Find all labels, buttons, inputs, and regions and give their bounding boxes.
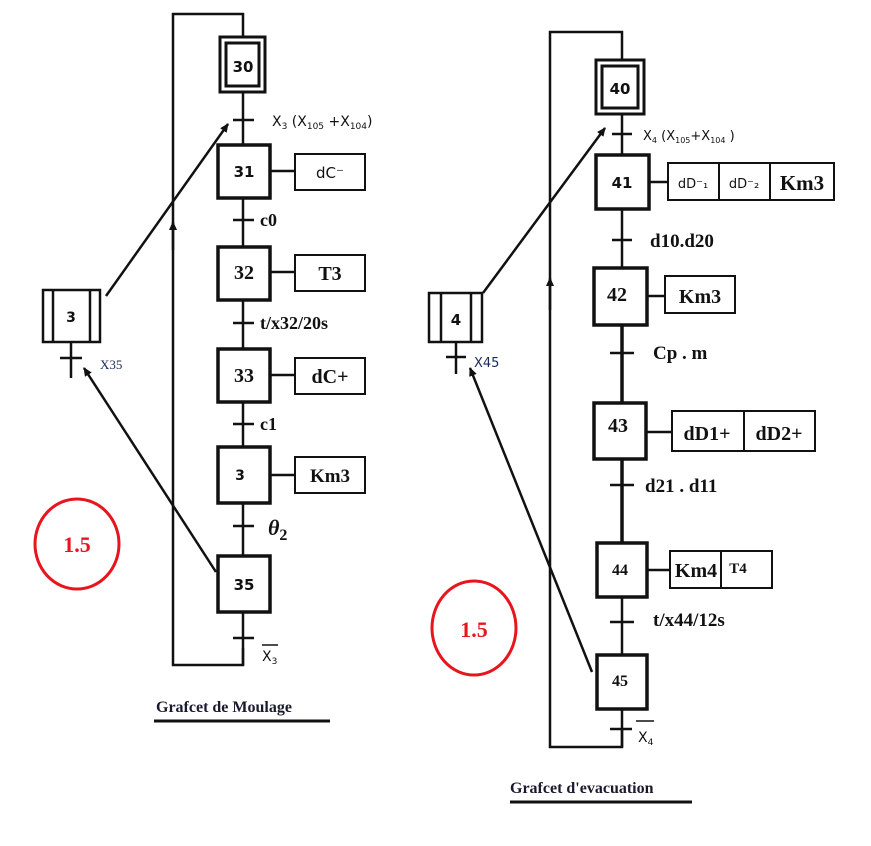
step-label: 31 xyxy=(234,163,255,181)
transition-condition: X4 (X105+X104 ) xyxy=(643,129,735,145)
score-label: 1.5 xyxy=(63,532,91,557)
sync-arrow-down xyxy=(82,367,218,573)
transition-condition: t/x44/12s xyxy=(653,610,725,631)
step-label: 30 xyxy=(233,58,254,76)
step-label: 33 xyxy=(234,365,254,387)
macro-step-label: 3 xyxy=(66,310,76,326)
grafcet-title: Grafcet d'evacuation xyxy=(510,780,654,797)
step-label: 40 xyxy=(610,80,631,98)
action-label: dD2+ xyxy=(756,423,803,445)
transition-condition: θ2 xyxy=(268,515,287,544)
sync-arrow-down xyxy=(468,367,594,673)
action-label: dC⁻ xyxy=(316,164,344,182)
action-label: dC+ xyxy=(312,366,349,388)
transition-condition: d10.d20 xyxy=(650,231,714,252)
transition-condition: X3 (X105 +X104) xyxy=(272,114,372,132)
action-box xyxy=(664,275,736,314)
sync-arrow-up xyxy=(481,127,607,294)
transition-condition: Cp . m xyxy=(653,343,708,364)
grafcet-title: Grafcet de Moulage xyxy=(156,699,292,716)
macro-transition-label: X35 xyxy=(100,357,122,372)
action-box xyxy=(743,410,816,452)
step-label: 35 xyxy=(234,576,255,594)
action-box xyxy=(667,162,835,201)
loop-back-line xyxy=(548,30,624,749)
action-label: Km3 xyxy=(679,286,721,308)
step-label: 43 xyxy=(608,415,628,437)
action-label: Km3 xyxy=(780,171,824,195)
action-box xyxy=(294,254,366,292)
score-circle xyxy=(430,579,518,677)
score-circle xyxy=(33,497,121,591)
score-label: 1.5 xyxy=(460,617,488,642)
step-label: 3 xyxy=(235,468,245,484)
step-label: 44 xyxy=(612,562,628,579)
step-40[interactable] xyxy=(594,58,646,116)
action-box xyxy=(294,456,366,494)
step-label: 32 xyxy=(234,262,254,284)
action-label: T3 xyxy=(318,263,341,285)
grafcet-moulage xyxy=(33,12,366,723)
sync-arrow-up xyxy=(104,123,230,297)
action-label: dD1+ xyxy=(684,423,731,445)
action-label: dD⁻₁ xyxy=(678,177,708,192)
macro-step-label: 4 xyxy=(451,311,461,329)
action-label: Km3 xyxy=(310,466,350,487)
action-box xyxy=(294,357,366,395)
loop-back-line xyxy=(171,12,245,667)
transition-condition: c1 xyxy=(260,414,277,434)
action-label: Km4 xyxy=(675,560,717,582)
transition-condition: c0 xyxy=(260,210,277,230)
macro-transition-label: X45 xyxy=(474,356,499,371)
transition-condition: d21 . d11 xyxy=(645,476,717,497)
action-label: T4 xyxy=(729,561,747,577)
step-label: 42 xyxy=(607,284,627,306)
transition-condition: X4 xyxy=(638,730,654,748)
transition-condition: X3 xyxy=(262,649,277,667)
action-label: dD⁻₂ xyxy=(729,177,759,192)
action-box xyxy=(294,153,366,191)
transition-condition: t/x32/20s xyxy=(260,313,328,333)
step-label: 41 xyxy=(612,174,633,192)
step-label: 45 xyxy=(612,673,628,690)
grafcet-evacuation xyxy=(427,30,835,804)
